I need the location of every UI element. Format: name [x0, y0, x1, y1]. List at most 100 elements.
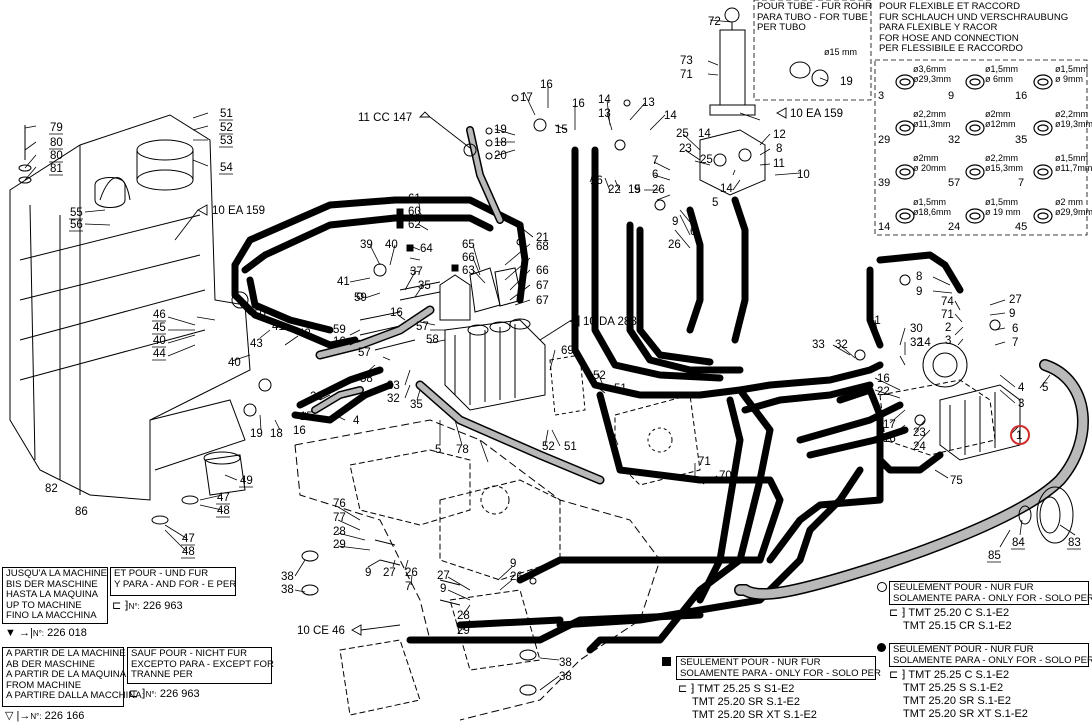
variant-markers [356, 94, 631, 585]
machine-structures [9, 7, 1074, 721]
callout-37: 38 [559, 657, 572, 669]
only-for-dot-models: ⊏ ⁆ TMT 25.25 C S.1-E2 TMT 25.25 S S.1-E… [889, 669, 1028, 721]
seal-num: 3 [878, 90, 884, 102]
callout-51: 52 [220, 122, 233, 134]
callout-70: 71 [680, 69, 693, 81]
callout-59: 60 [408, 206, 421, 218]
callout-17: 17 [520, 92, 533, 104]
callout-72: 73 [680, 55, 693, 67]
callout-7: 7 [652, 155, 658, 167]
hose-note-line: PARA FLEXIBLE Y RACOR [879, 22, 998, 34]
only-for-dot-box: SEULEMENT POUR - NUR FUR SOLAMENTE PARA … [889, 643, 1092, 667]
callout-14: 14 [664, 110, 677, 122]
seal-icon-12 [1033, 208, 1053, 224]
seal-d2: ø29,3mm [913, 74, 951, 84]
seal-d2: ø 9mm [1055, 74, 1083, 84]
callout-65: 66 [462, 252, 475, 264]
seal-d1: ø2,2mm [1055, 109, 1088, 119]
callout-51: 52 [542, 441, 555, 453]
callout-63: 64 [420, 243, 433, 255]
callout-69: 70 [719, 470, 732, 482]
callout-6: 6 [652, 169, 658, 181]
callout-42: 43 [250, 338, 263, 350]
callout-52: 53 [220, 135, 233, 147]
callout-14: 14 [720, 183, 733, 195]
callout-47: 48 [182, 546, 195, 558]
until-line: FINO LA MACCHINA [6, 610, 97, 622]
seal-num: 35 [1015, 134, 1027, 146]
callout-77: 78 [456, 444, 469, 456]
tube-note-line: PER TUBO [757, 22, 806, 34]
callout-8: 8 [916, 271, 922, 283]
seal-d1: ø1,5mm [985, 64, 1018, 74]
callout-6: 6 [1012, 323, 1018, 335]
seal-d1: ø2,2mm [913, 109, 946, 119]
callout-55: 56 [70, 219, 83, 231]
model-name: TMT 25.15 CR S.1-E2 [903, 620, 1012, 632]
callout-24: 24 [913, 441, 926, 453]
callout-15: 15 [628, 184, 641, 196]
tube-diameter-label: ø15 mm [824, 47, 857, 57]
callout-43: 44 [153, 348, 166, 360]
seal-d1: ø2 mm [1055, 197, 1083, 207]
callout-28: 28 [457, 610, 470, 622]
part-callouts: 79 80 80 81 51 52 53 54 55 56 46 45 40 4… [45, 16, 1081, 683]
serial-prefix: N°: [30, 712, 42, 721]
serial-prefix: N°: [128, 602, 140, 611]
callout-36: 37 [410, 266, 423, 278]
serial-number: 226 166 [44, 710, 85, 722]
callout-61: 62 [408, 219, 421, 231]
callout-39: 40 [228, 357, 241, 369]
bracket-icon: ⊏ ⁆ [129, 688, 146, 700]
callout-40: 41 [337, 276, 350, 288]
callout-7: 7 [688, 211, 694, 223]
callout-39: 40 [385, 239, 398, 251]
serial-number: 226 018 [47, 627, 87, 639]
seal-num: 32 [948, 134, 960, 146]
callout-4: 4 [1018, 382, 1025, 394]
seal-d1: ø2mm [985, 109, 1011, 119]
seal-icon-7 [895, 164, 915, 180]
callout-53: 54 [220, 162, 233, 174]
callout-83: 84 [1012, 537, 1025, 549]
callout-81: 82 [45, 483, 58, 495]
seal-d2: ø19,3mm [1055, 119, 1092, 129]
seal-num: 24 [948, 221, 960, 233]
callout-67: 68 [536, 241, 549, 253]
bracket-icon: ⊏ ⁆ [678, 683, 698, 695]
callout-32: 32 [387, 393, 400, 405]
hose-note-line: FUR SCHLAUCH UND VERSCHRAUBUNG [879, 11, 1069, 23]
callout-65: 66 [536, 265, 549, 277]
callout-16: 16 [590, 175, 603, 187]
until-line: HASTA LA MAQUINA [6, 589, 99, 601]
callout-64: 65 [462, 239, 475, 251]
callout-13: 13 [642, 97, 655, 109]
callout-6: 6 [690, 226, 696, 238]
callout-9: 9 [634, 184, 640, 196]
seal-icon-6 [1033, 120, 1053, 136]
leader-lines [24, 19, 1076, 691]
and-for-line: ET POUR - UND FUR [114, 568, 209, 579]
callout-5: 5 [1042, 382, 1048, 394]
callout-16: 16 [877, 373, 890, 385]
serial-prefix: N°: [32, 629, 45, 638]
callout-84: 85 [988, 550, 1001, 562]
callout-19: 19 [250, 428, 263, 440]
seal-icon-11 [965, 208, 985, 224]
callout-3: 3 [945, 335, 951, 347]
callout-62: 63 [462, 265, 475, 277]
callout-68: 69 [561, 345, 574, 357]
callout-78: 79 [50, 122, 63, 134]
callout-38: 39 [360, 239, 373, 251]
callout-58: 59 [333, 324, 346, 336]
callout-39: 40 [153, 335, 166, 347]
callout-15: 15 [555, 124, 568, 136]
callout-2: 2 [945, 322, 951, 334]
seal-d2: ø11,3mm [913, 119, 950, 129]
callout-22: 22 [877, 386, 890, 398]
callout-35: 35 [410, 399, 423, 411]
arrow-to-bar-icon: →| [18, 627, 33, 639]
and-for-serial: ⊏ ⁆N°: 226 963 [112, 599, 183, 612]
model-line: TMT 25.20 SR XT S.1-E2 [678, 709, 817, 722]
